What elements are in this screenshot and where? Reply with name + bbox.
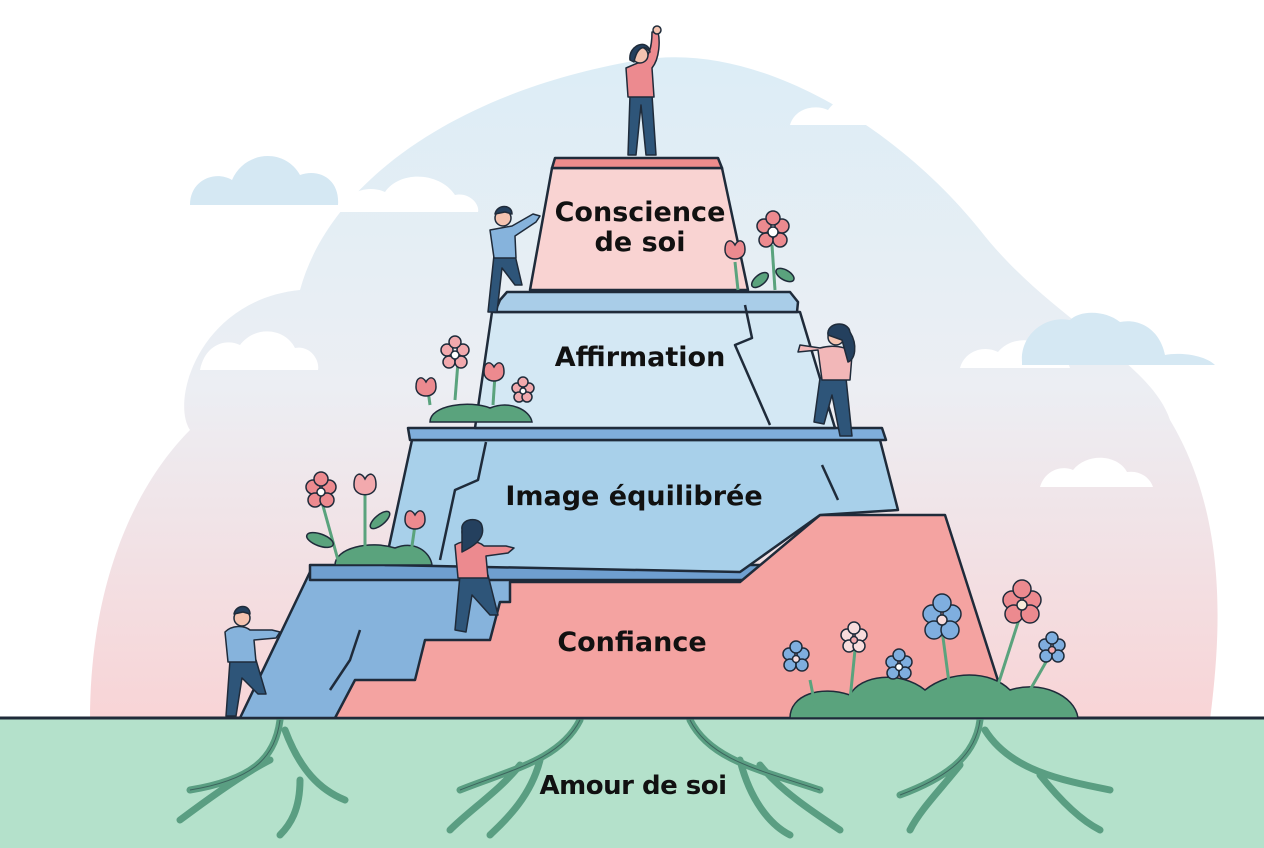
- flower-daisy-icon: [305, 471, 337, 508]
- flower-daisy-icon: [840, 621, 868, 653]
- tier-confiance: [238, 513, 1012, 720]
- flower-daisy-icon: [440, 335, 470, 369]
- flower-tulip-icon: [404, 510, 426, 530]
- figure-climber-tier1: [487, 205, 541, 313]
- tier-label-image-equilibree: Image équilibrée: [505, 481, 763, 512]
- figure-summit: [625, 25, 662, 156]
- tier-label-line-2: de soi: [594, 226, 686, 258]
- flower-daisy-icon: [885, 648, 913, 680]
- flowers-tier3-left: [305, 471, 433, 566]
- flower-daisy-icon: [756, 210, 790, 248]
- cloud-icon: [200, 95, 1153, 487]
- roots-outline: [189, 719, 981, 796]
- clouds: [190, 95, 1215, 487]
- cloud-icon: [1021, 312, 1215, 365]
- figure-climber-tier2: [797, 323, 856, 437]
- flowers-tier2-left: [415, 335, 535, 423]
- flower-daisy-icon: [782, 640, 810, 672]
- flower-daisy-icon: [1002, 579, 1042, 624]
- figure-climber-tier4: [224, 605, 281, 717]
- flowers-right-top: [724, 210, 795, 291]
- flowers-bottom-right: [782, 579, 1079, 719]
- tier-affirmation: [473, 290, 837, 430]
- flower-daisy-icon: [922, 593, 962, 640]
- tier-label-conscience-de-soi: Conscience de soi: [555, 198, 726, 257]
- tier-label-line-1: Conscience: [554, 197, 726, 228]
- flower-tulip-icon: [353, 473, 377, 496]
- foundation-label-amour-de-soi: Amour de soi: [539, 771, 727, 801]
- flower-daisy-icon: [511, 376, 535, 403]
- tier-image-equilibree: [383, 426, 900, 574]
- tier-conscience-de-soi: [528, 156, 750, 292]
- tier-label-affirmation: Affirmation: [554, 342, 726, 373]
- flower-tulip-icon: [724, 240, 746, 260]
- tier-label-confiance: Confiance: [557, 627, 707, 658]
- cloud-icon: [190, 156, 339, 205]
- figure-climber-tier3: [454, 518, 515, 633]
- flower-daisy-icon: [1038, 631, 1066, 663]
- flower-tulip-icon: [415, 362, 505, 397]
